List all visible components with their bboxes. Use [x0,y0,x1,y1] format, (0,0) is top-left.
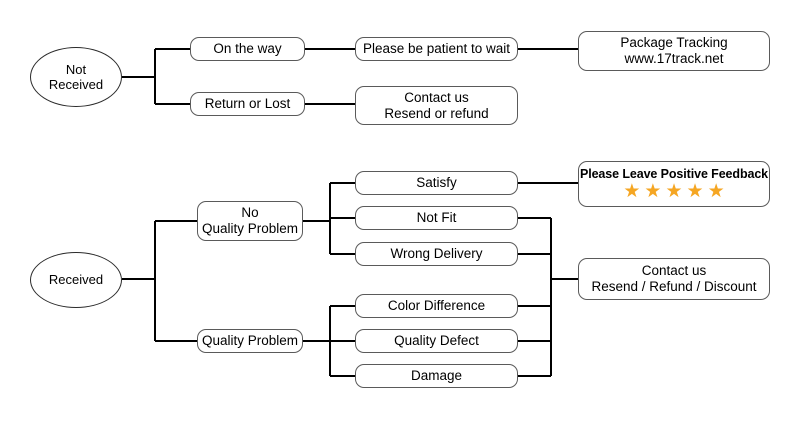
node-on-the-way[interactable]: On the way [190,37,305,61]
node-damage[interactable]: Damage [355,364,518,388]
node-contact-resend-refund[interactable]: Contact us Resend or refund [355,86,518,125]
node-color-difference[interactable]: Color Difference [355,294,518,318]
node-positive-feedback[interactable]: Please Leave Positive Feedback ★ ★ ★ ★ ★ [578,161,770,207]
star-icon[interactable]: ★ [644,181,662,203]
node-return-or-lost[interactable]: Return or Lost [190,92,305,116]
node-package-tracking[interactable]: Package Tracking www.17track.net [578,31,770,71]
node-not-received[interactable]: Not Received [30,47,122,107]
star-icon[interactable]: ★ [686,181,704,203]
node-quality-defect[interactable]: Quality Defect [355,329,518,353]
node-please-be-patient[interactable]: Please be patient to wait [355,37,518,61]
star-icon[interactable]: ★ [665,181,683,203]
node-no-quality-problem[interactable]: No Quality Problem [197,201,303,241]
star-icon[interactable]: ★ [623,181,641,203]
star-icon[interactable]: ★ [707,181,725,203]
node-satisfy[interactable]: Satisfy [355,171,518,195]
node-contact-resend-refund-discount[interactable]: Contact us Resend / Refund / Discount [578,258,770,300]
star-rating[interactable]: ★ ★ ★ ★ ★ [623,182,724,201]
node-wrong-delivery[interactable]: Wrong Delivery [355,242,518,266]
feedback-title: Please Leave Positive Feedback [579,166,769,181]
node-quality-problem[interactable]: Quality Problem [197,329,303,353]
node-received[interactable]: Received [30,252,122,308]
node-not-fit[interactable]: Not Fit [355,206,518,230]
